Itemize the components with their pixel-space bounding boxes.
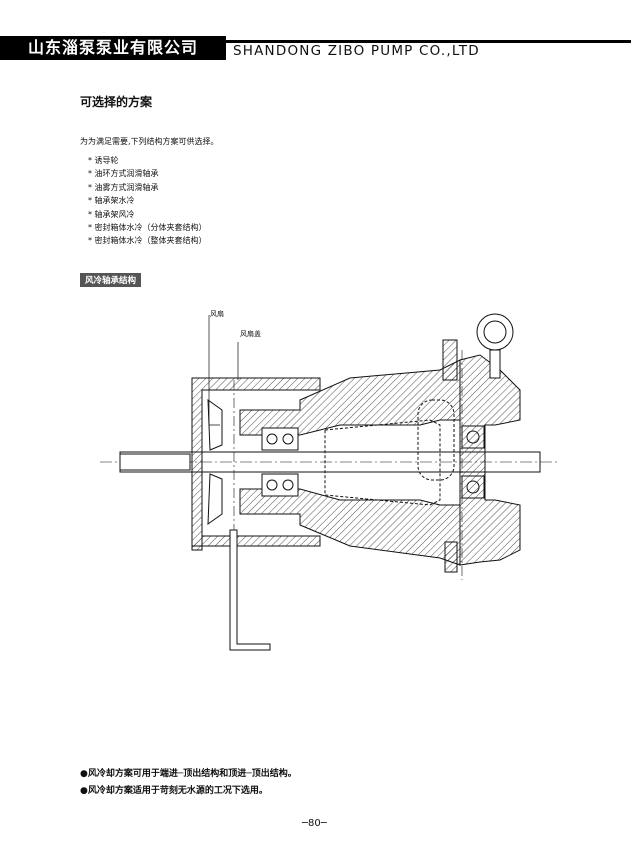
option-item: 轴承架风冷 [88,208,207,221]
company-name-en: SHANDONG ZIBO PUMP CO.,LTD [233,43,480,59]
header-bar: 山东淄泵泵业有限公司 SHANDONG ZIBO PUMP CO.,LTD [0,36,631,60]
bearing-assembly-drawing: 风扇 风扇盖 [100,309,560,651]
notes: ●风冷却方案可用于端进─顶出结构和顶进─顶出结构。 ●风冷却方案适用于苛刻无水源… [80,766,297,800]
option-item: 轴承架水冷 [88,194,207,207]
label-fan: 风扇 [210,309,224,318]
note-item: ●风冷却方案适用于苛刻无水源的工况下选用。 [80,786,268,796]
options-list: 诱导轮 油环方式润滑轴承 油雾方式润滑轴承 轴承架水冷 轴承架风冷 密封箱体水冷… [88,154,207,248]
label-fan-cover: 风扇盖 [240,329,261,338]
option-item: 密封箱体水冷（整体夹套结构） [88,234,207,247]
option-item: 诱导轮 [88,154,207,167]
intro-text: 为为满足需要,下列结构方案可供选择。 [80,137,219,146]
option-item: 密封箱体水冷（分体夹套结构） [88,221,207,234]
header-rule [0,40,631,43]
page-number: ─80─ [302,818,327,829]
company-name-cn: 山东淄泵泵业有限公司 [0,36,226,60]
section-title: 可选择的方案 [80,95,153,109]
option-item: 油雾方式润滑轴承 [88,181,207,194]
figure-caption: 风冷轴承结构 [80,273,142,287]
option-item: 油环方式润滑轴承 [88,167,207,180]
note-item: ●风冷却方案可用于端进─顶出结构和顶进─顶出结构。 [80,769,297,779]
